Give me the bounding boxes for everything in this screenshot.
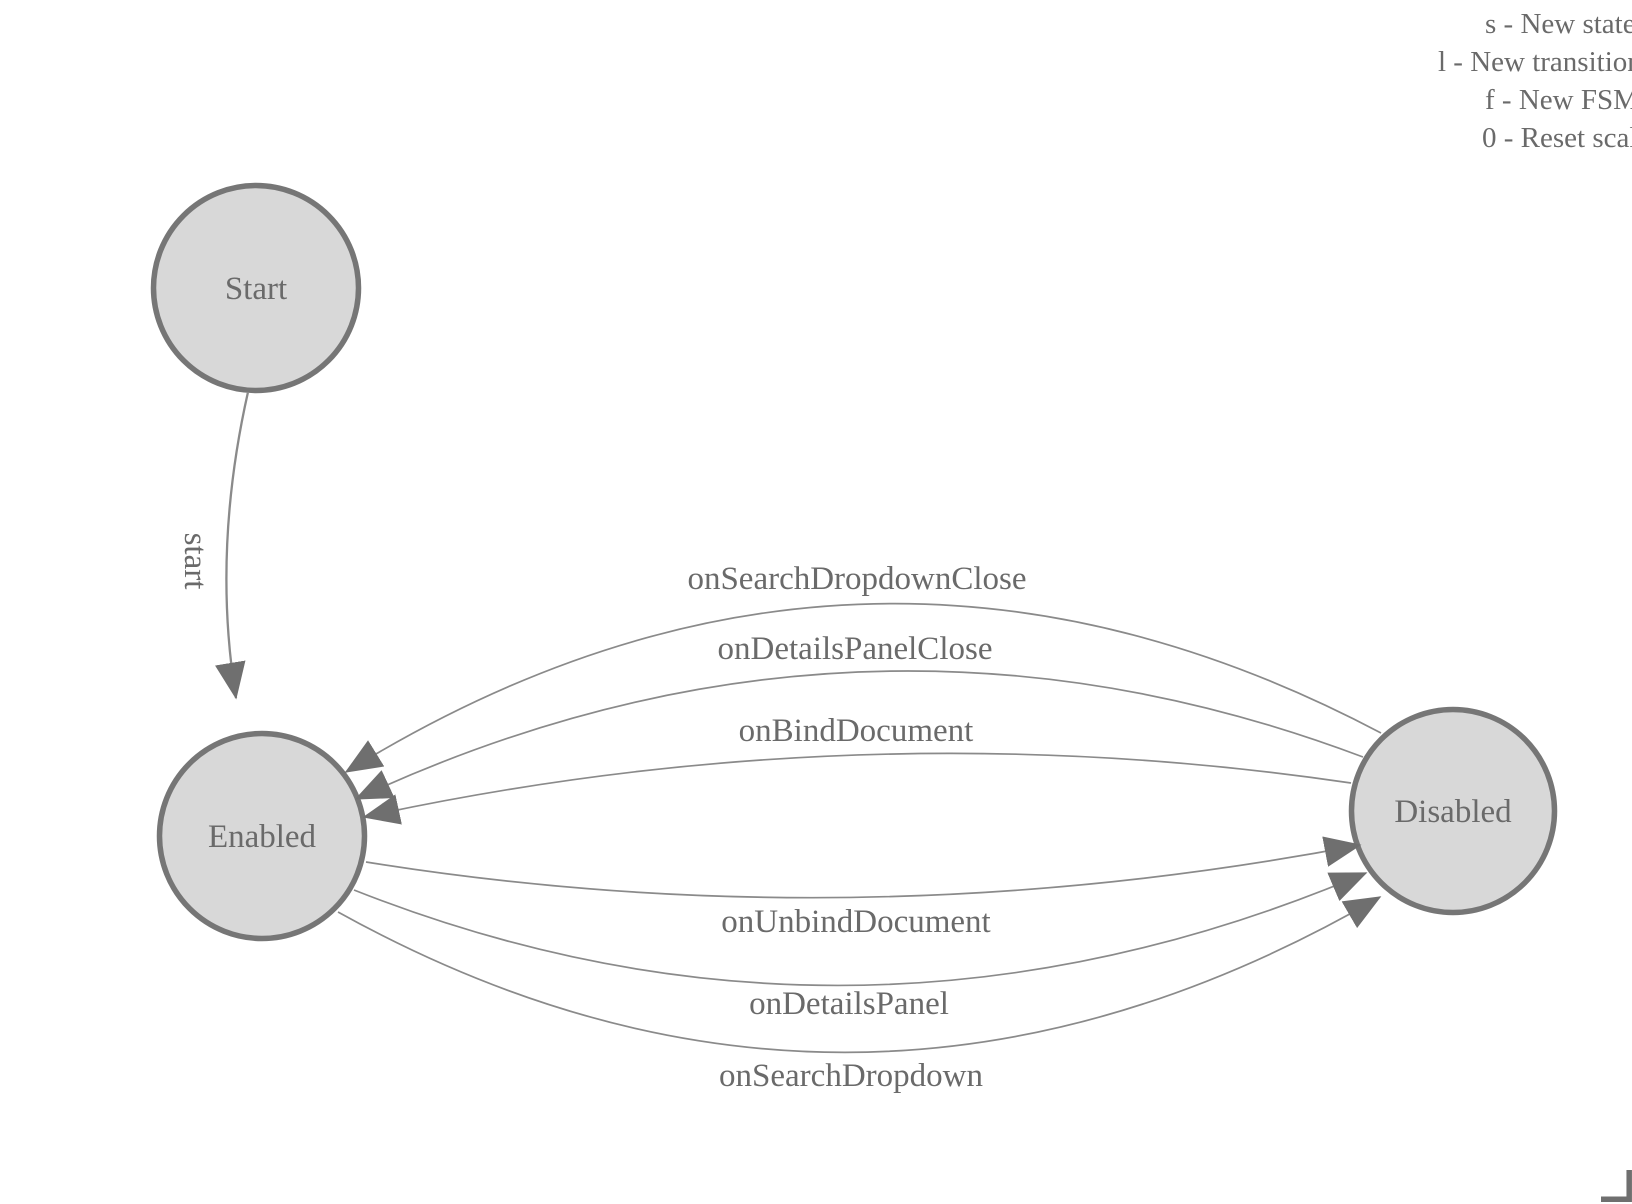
- state-circle-start[interactable]: [150, 182, 362, 394]
- transition-onSearchDropdown-edge[interactable]: [337, 896, 1382, 1054]
- transition-onBindDocument-label: onBindDocument: [739, 713, 974, 749]
- transition-onSearchDropdownClose[interactable]: onSearchDropdownClose: [344, 561, 1382, 773]
- state-label-disabled: Disabled: [1394, 794, 1512, 830]
- transition-onDetailsPanel[interactable]: onDetailsPanel: [353, 872, 1368, 1022]
- transition-onDetailsPanelClose[interactable]: onDetailsPanelClose: [354, 631, 1364, 800]
- state-circle-disabled[interactable]: [1348, 706, 1558, 916]
- transition-onDetailsPanelClose-edge[interactable]: [354, 670, 1364, 800]
- state-label-start: Start: [225, 271, 287, 307]
- state-circle-enabled[interactable]: [156, 730, 368, 942]
- transition-onUnbindDocument[interactable]: onUnbindDocument: [365, 836, 1362, 940]
- legend-line-new-fsm: f - New FSM: [1485, 84, 1632, 116]
- state-node-start[interactable]: Start: [150, 182, 362, 394]
- state-label-enabled: Enabled: [208, 819, 317, 855]
- transition-start-edge[interactable]: [215, 391, 250, 700]
- transition-onDetailsPanel-edge[interactable]: [353, 872, 1368, 987]
- transition-onSearchDropdownClose-label: onSearchDropdownClose: [687, 561, 1026, 597]
- transition-start-label: start: [177, 533, 213, 590]
- transition-start[interactable]: start: [177, 391, 250, 700]
- transition-onDetailsPanel-label: onDetailsPanel: [749, 986, 949, 1022]
- transition-onBindDocument[interactable]: onBindDocument: [362, 713, 1352, 825]
- transition-onBindDocument-edge[interactable]: [362, 752, 1352, 825]
- clipped-corner-shape: [1601, 1170, 1632, 1202]
- transition-onUnbindDocument-label: onUnbindDocument: [721, 904, 990, 940]
- state-node-disabled[interactable]: Disabled: [1348, 706, 1558, 916]
- transition-onDetailsPanelClose-label: onDetailsPanelClose: [718, 631, 993, 667]
- transition-onUnbindDocument-edge[interactable]: [365, 836, 1362, 899]
- legend-line-new-state: s - New state: [1485, 8, 1632, 40]
- legend-line-new-transition: l - New transition: [1438, 46, 1632, 78]
- state-node-enabled[interactable]: Enabled: [156, 730, 368, 942]
- transition-onSearchDropdown[interactable]: onSearchDropdown: [337, 896, 1382, 1094]
- transition-onSearchDropdown-label: onSearchDropdown: [719, 1058, 983, 1094]
- legend-line-reset-scale: 0 - Reset scale: [1482, 122, 1632, 154]
- transition-onSearchDropdownClose-edge[interactable]: [344, 602, 1382, 773]
